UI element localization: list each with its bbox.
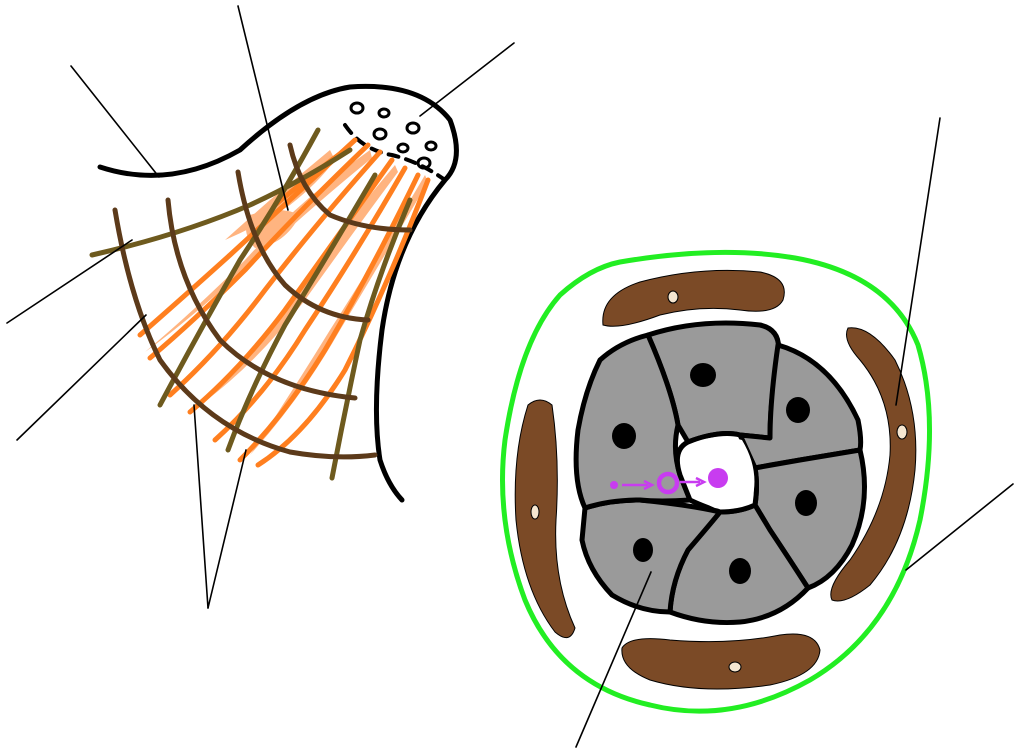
leader-line-left-2 xyxy=(238,6,288,210)
nucleus xyxy=(633,538,653,562)
leader-line-left-6b xyxy=(208,450,246,608)
nucleus xyxy=(729,558,751,584)
leader-line-left-4 xyxy=(7,240,132,323)
duct-lumen-circle xyxy=(426,142,436,150)
duct-lumen-circle xyxy=(351,103,363,113)
leader-line-left-5 xyxy=(17,315,146,440)
nucleus xyxy=(786,397,810,423)
leader-line-left-1 xyxy=(71,66,159,177)
lobule-outline xyxy=(100,86,456,500)
secretion-granule-small xyxy=(610,481,618,489)
leader-line-left-3 xyxy=(420,43,514,116)
right-acinus xyxy=(503,252,930,711)
nucleus xyxy=(612,423,636,449)
nucleus xyxy=(795,490,817,516)
nucleus xyxy=(690,363,716,387)
duct-lumen-circle xyxy=(379,109,389,117)
duct-lumen-circle xyxy=(374,129,386,139)
duct-lumen-circle xyxy=(407,123,419,133)
leader-line-left-6a xyxy=(194,405,208,608)
duct-lumen-circle xyxy=(398,144,408,152)
left-lobule xyxy=(92,86,456,500)
duct-lumen-circle xyxy=(418,158,430,168)
secretion-droplet xyxy=(708,468,728,488)
leader-line-right-1 xyxy=(896,118,940,405)
myoepithelial-cell-bottom xyxy=(622,634,820,689)
myoepithelial-cell-top xyxy=(603,270,785,326)
